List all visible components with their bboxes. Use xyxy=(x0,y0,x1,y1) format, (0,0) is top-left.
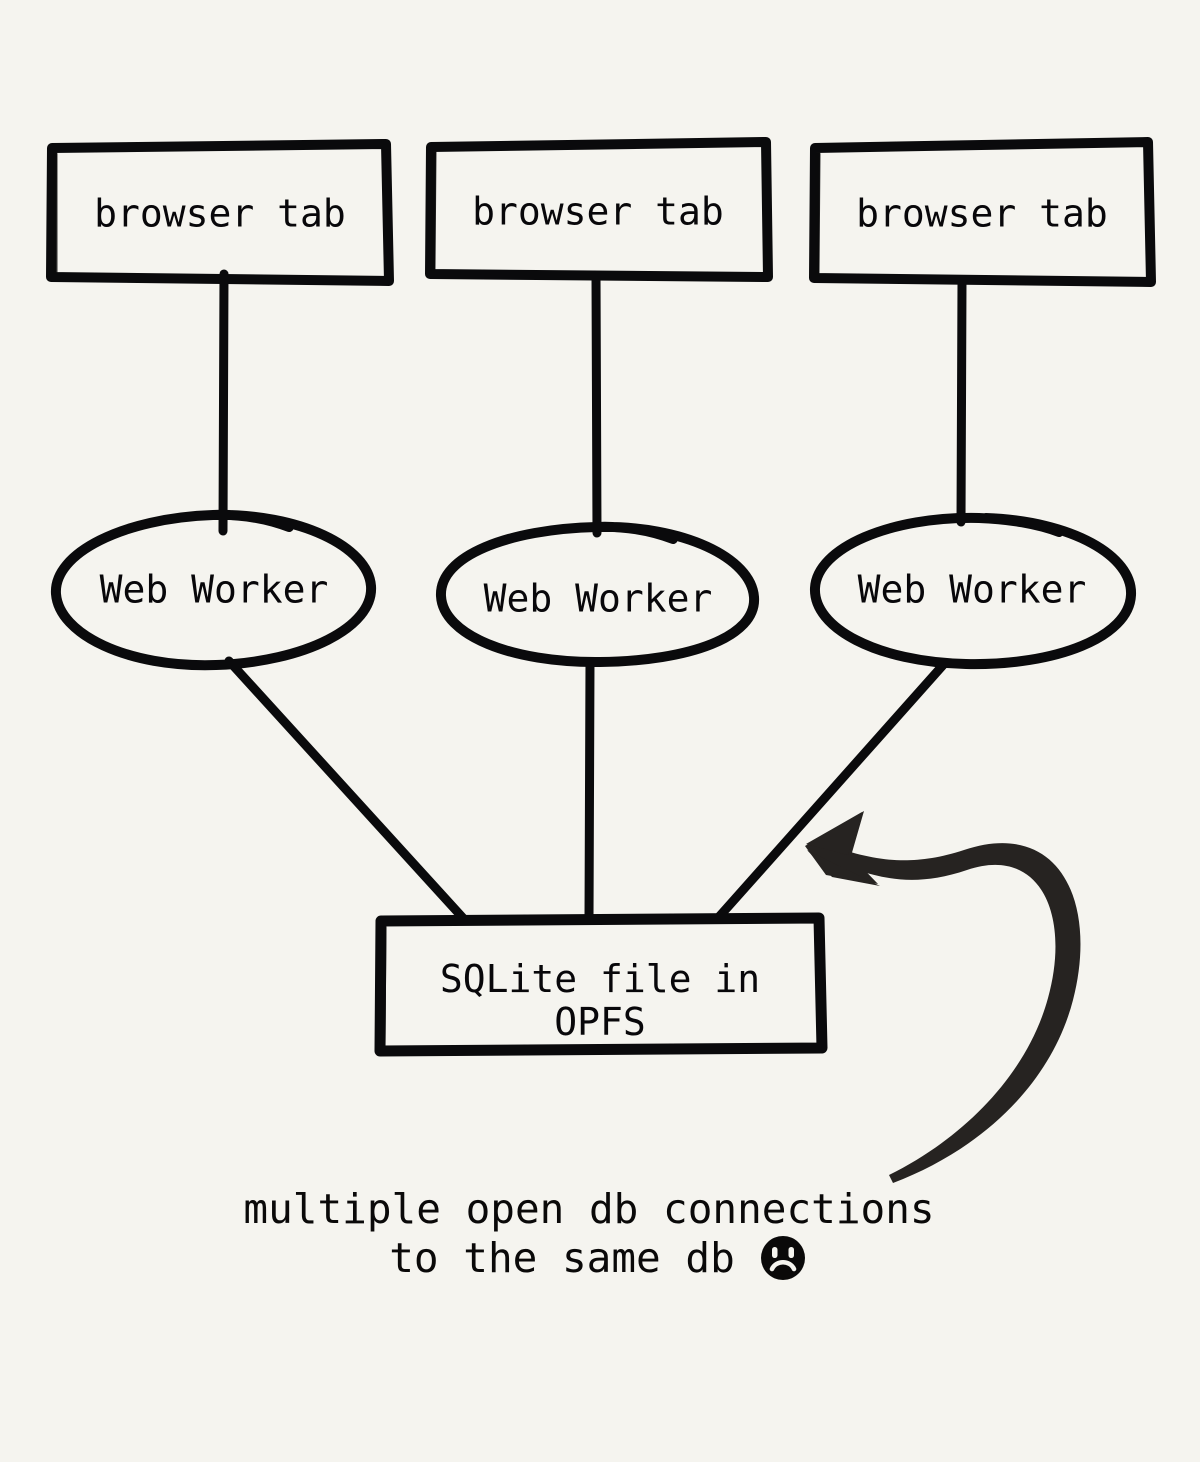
web-worker-node-2[interactable]: Web Worker xyxy=(436,521,760,668)
caption-block: multiple open db connections to the same… xyxy=(243,1185,934,1282)
browser-tab-box-1[interactable]: browser tab xyxy=(46,139,394,286)
connector-tab3-worker3 xyxy=(956,277,967,527)
connector-tab1-worker1 xyxy=(218,269,229,536)
sqlite-opfs-label-line2: OPFS xyxy=(554,1000,646,1044)
connector-tab2-worker2 xyxy=(591,271,602,538)
browser-tab-box-3[interactable]: browser tab xyxy=(809,137,1156,287)
browser-tab-box-2[interactable]: browser tab xyxy=(425,137,773,282)
connector-worker1-store xyxy=(224,656,468,923)
annotation-curved-arrow xyxy=(805,811,1081,1183)
web-worker-node-1[interactable]: Web Worker xyxy=(50,509,377,671)
sqlite-opfs-label-line1: SQLite file in xyxy=(440,957,760,1001)
connector-worker2-store xyxy=(584,657,595,923)
connector-worker3-store xyxy=(713,659,949,923)
caption-line-2: to the same db xyxy=(389,1234,735,1282)
frowning-face-emoji xyxy=(761,1236,805,1280)
web-worker-label-1: Web Worker xyxy=(100,568,329,612)
browser-tab-label-1: browser tab xyxy=(94,192,346,236)
web-worker-label-2: Web Worker xyxy=(484,577,713,621)
sqlite-opfs-box[interactable]: SQLite file in OPFS xyxy=(374,912,828,1057)
web-worker-node-3[interactable]: Web Worker xyxy=(810,512,1136,670)
browser-tab-label-2: browser tab xyxy=(472,190,724,234)
caption-line-1: multiple open db connections xyxy=(243,1185,934,1233)
web-worker-label-3: Web Worker xyxy=(858,568,1087,612)
browser-tab-label-3: browser tab xyxy=(856,192,1108,236)
